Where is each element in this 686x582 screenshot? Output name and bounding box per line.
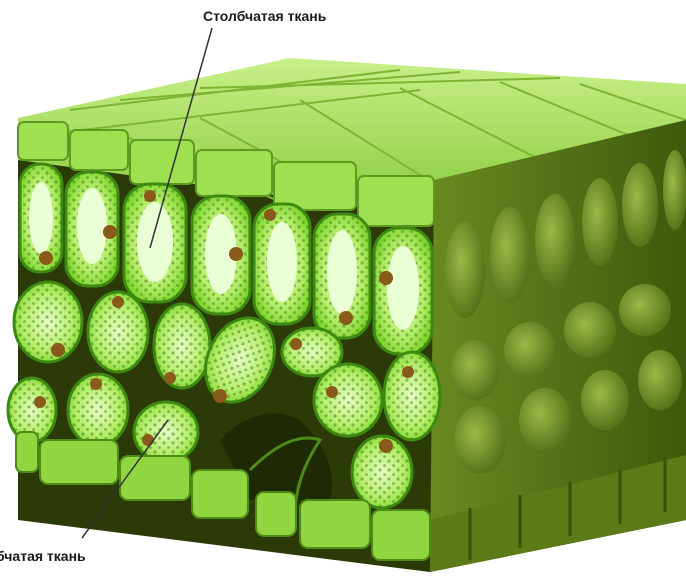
palisade-tissue-label: Столбчатая ткань [203, 8, 326, 24]
right-side-cells [430, 120, 686, 572]
spongy-tissue-label: бчатая ткань [0, 548, 86, 564]
